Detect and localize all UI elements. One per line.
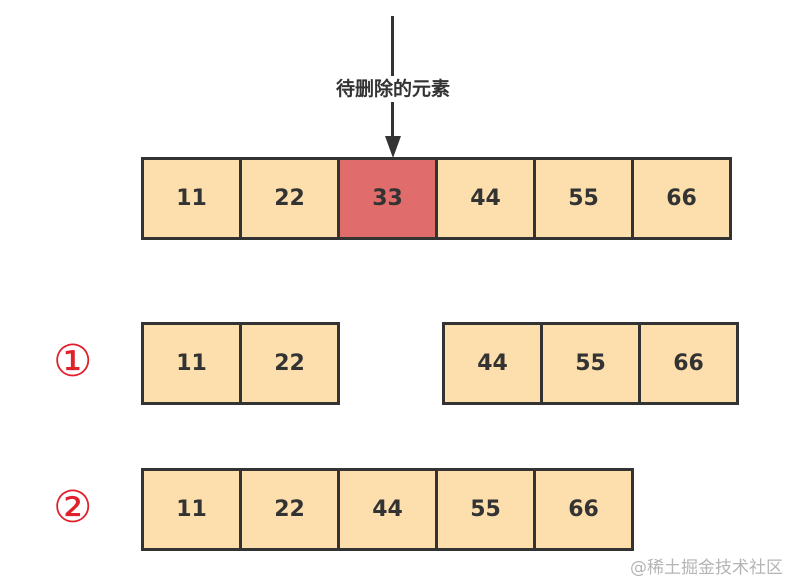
array-cell: 22 <box>239 157 340 240</box>
array-cell: 22 <box>239 322 340 405</box>
pointer-arrow-head-icon <box>385 136 401 158</box>
array-cell: 44 <box>435 157 536 240</box>
pointer-label: 待删除的元素 <box>323 76 463 102</box>
array-cell: 55 <box>540 322 641 405</box>
array-cell: 66 <box>638 322 739 405</box>
array-cell: 55 <box>533 157 634 240</box>
array-cell: 11 <box>141 468 242 551</box>
pointer-arrow-line-top <box>391 16 394 78</box>
array-cell: 11 <box>141 157 242 240</box>
step-2-marker: ② <box>53 482 93 533</box>
array-cell: 66 <box>631 157 732 240</box>
array-cell: 55 <box>435 468 536 551</box>
array-cell: 66 <box>533 468 634 551</box>
step-2-array: 11 22 44 55 66 <box>141 468 634 551</box>
step-1-marker: ① <box>53 336 93 387</box>
array-cell: 44 <box>442 322 543 405</box>
array-cell: 11 <box>141 322 242 405</box>
original-array: 11 22 33 44 55 66 <box>141 157 732 240</box>
step-1-left-segment: 11 22 <box>141 322 340 405</box>
watermark: @稀土掘金技术社区 <box>630 558 783 578</box>
array-cell: 44 <box>337 468 438 551</box>
array-cell: 22 <box>239 468 340 551</box>
pointer-arrow-line-bottom <box>391 100 394 138</box>
array-cell-deleted: 33 <box>337 157 438 240</box>
step-1-right-segment: 44 55 66 <box>442 322 739 405</box>
